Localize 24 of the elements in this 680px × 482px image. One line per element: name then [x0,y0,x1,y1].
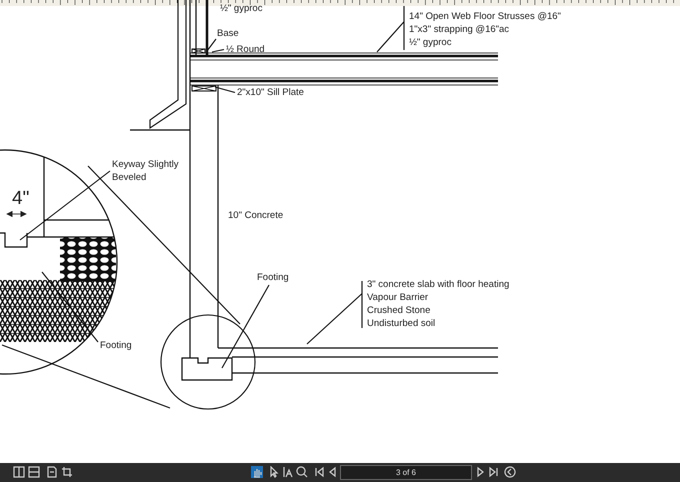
callout-label: Base [217,27,239,40]
page-field: 3 of 6 [340,465,472,480]
part-label: ½" gyproc [220,3,262,16]
layer-label: Undisturbed soil [367,317,436,330]
leader-line [306,293,362,344]
leader-line [376,21,404,52]
leader-line [212,48,224,53]
leader-line [206,38,216,52]
callout-label: Keyway Slightly Beveled [112,158,180,184]
leader-line [20,170,110,240]
layer-label: ½" gyproc [409,36,452,49]
part-label: 10" Concrete [228,210,284,222]
layer-label: 3" concrete slab with floor heating [367,278,510,291]
layer-label: Crushed Stone [367,304,432,317]
callout-label: ½ Round [226,43,265,56]
leader-line [214,86,236,94]
layer-label: 1"x3" strapping @16"ac [409,23,510,36]
callout-label: Footing [100,339,132,352]
layer-label: Vapour Barrier [367,291,430,304]
callout-label: 2"x10" Sill Plate [237,86,304,99]
callout-label: Footing [257,271,289,284]
leader-line [222,284,270,368]
dimension-label: 4" [12,188,30,210]
layer-label: 14" Open Web Floor Strusses @16" [409,10,561,23]
